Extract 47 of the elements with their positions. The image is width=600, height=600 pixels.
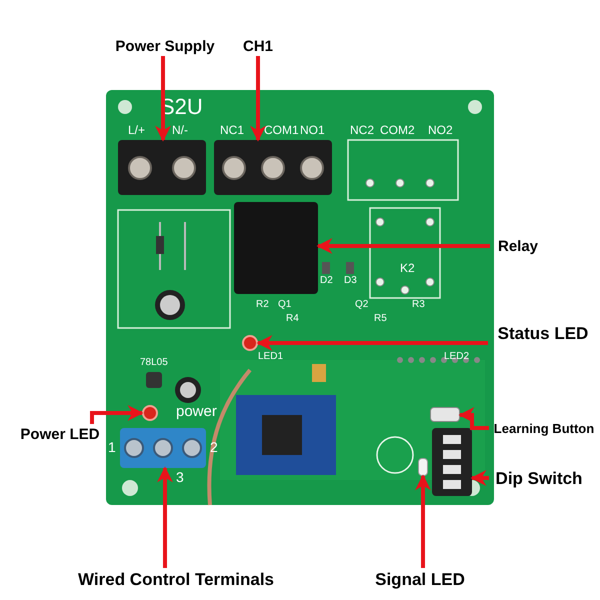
callout-label: Power LED [10, 424, 110, 444]
silkscreen-text: 78L05 [140, 358, 168, 368]
silkscreen-text: L/+ [128, 124, 146, 136]
callout-label: Dip Switch [489, 467, 589, 489]
silkscreen-text: K2 [400, 262, 415, 274]
silkscreen-text: LED2 [444, 352, 470, 362]
silkscreen-text: NC2 [350, 124, 374, 136]
dip-switch [432, 428, 472, 496]
silkscreen-text: D3 [344, 276, 357, 286]
silkscreen-text: R3 [412, 300, 425, 310]
relay [234, 202, 318, 294]
screw-terminal [120, 428, 206, 468]
silkscreen-text: 1 [108, 440, 116, 454]
callout-label: Status LED [488, 322, 598, 344]
callout-label: Relay [490, 236, 546, 256]
silkscreen-text: R4 [286, 314, 299, 324]
arrow [470, 470, 489, 486]
arrow [250, 56, 266, 142]
arrow [316, 238, 490, 254]
silkscreen-text: Q2 [355, 300, 368, 310]
silkscreen-text: LED1 [258, 352, 284, 362]
led [418, 458, 428, 476]
silkscreen-text: NC1 [220, 124, 244, 136]
arrow [415, 474, 431, 568]
arrow [458, 407, 489, 430]
callout-label: Power Supply [110, 36, 220, 56]
silkscreen-text: COM1 [264, 124, 299, 136]
callout-label: CH1 [236, 36, 280, 56]
silkscreen-text: NO2 [428, 124, 453, 136]
push-button [430, 407, 460, 422]
terminal-block [214, 140, 332, 195]
arrow [157, 466, 173, 568]
callout-label: Learning Button [489, 419, 599, 437]
silkscreen-text: N/- [172, 124, 188, 136]
silkscreen-text: R2 [256, 300, 269, 310]
silkscreen-text: COM2 [380, 124, 415, 136]
arrow [256, 335, 488, 351]
silkscreen-text: 3 [176, 470, 184, 484]
silkscreen-text: D2 [320, 276, 333, 286]
arrow [155, 56, 171, 142]
silkscreen-text: NO1 [300, 124, 325, 136]
terminal-block [118, 140, 206, 195]
callout-label: Wired Control Terminals [60, 568, 292, 590]
silkscreen-text: power [176, 404, 217, 419]
callout-label: Signal LED [370, 568, 470, 590]
arrow [90, 405, 144, 424]
silkscreen-text: R5 [374, 314, 387, 324]
